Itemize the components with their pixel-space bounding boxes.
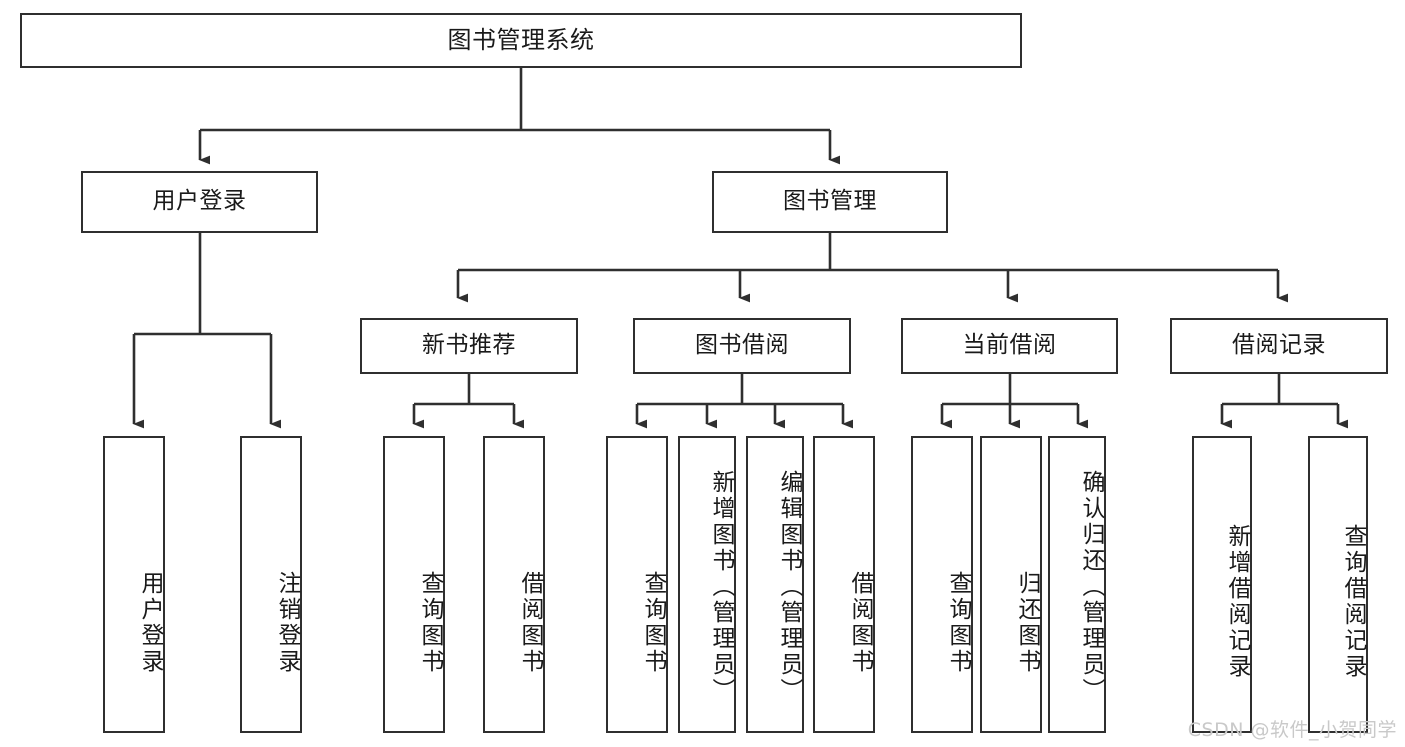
- node-label: 图书管理系统: [447, 26, 595, 55]
- node-book-borrow[interactable]: 图书借阅: [633, 318, 851, 374]
- leaf-new-book-query-book[interactable]: 查询图书: [383, 436, 445, 733]
- leaf-label: 确认归还（管理员）: [1078, 469, 1104, 704]
- node-label: 图书借阅: [695, 332, 789, 359]
- leaf-label: 查询图书: [640, 570, 666, 675]
- node-borrow-record[interactable]: 借阅记录: [1170, 318, 1388, 374]
- leaf-label: 查询借阅记录: [1340, 523, 1366, 680]
- leaf-user-login-login[interactable]: 用户登录: [103, 436, 165, 733]
- leaf-label: 新增图书（管理员）: [708, 469, 734, 704]
- leaf-borrow-record-query-record[interactable]: 查询借阅记录: [1308, 436, 1368, 733]
- leaf-label: 编辑图书（管理员）: [776, 469, 802, 704]
- node-label: 借阅记录: [1232, 332, 1326, 359]
- leaf-user-login-logout[interactable]: 注销登录: [240, 436, 302, 733]
- leaf-label: 用户登录: [137, 570, 163, 675]
- leaf-new-book-borrow-book[interactable]: 借阅图书: [483, 436, 545, 733]
- leaf-label: 新增借阅记录: [1224, 523, 1250, 680]
- node-new-book-recommend[interactable]: 新书推荐: [360, 318, 578, 374]
- node-label: 新书推荐: [422, 332, 516, 359]
- leaf-book-borrow-add-book-admin[interactable]: 新增图书（管理员）: [678, 436, 736, 733]
- leaf-book-borrow-query-book[interactable]: 查询图书: [606, 436, 668, 733]
- leaf-book-borrow-edit-book-admin[interactable]: 编辑图书（管理员）: [746, 436, 804, 733]
- leaf-label: 注销登录: [274, 570, 300, 675]
- leaf-current-borrow-query-book[interactable]: 查询图书: [911, 436, 973, 733]
- watermark: CSDN @软件_小贺同学: [1187, 719, 1397, 741]
- node-root-system[interactable]: 图书管理系统: [20, 13, 1022, 68]
- node-label: 当前借阅: [962, 332, 1057, 359]
- leaf-label: 归还图书: [1014, 570, 1040, 675]
- leaf-label: 借阅图书: [517, 570, 543, 675]
- leaf-book-borrow-borrow-book[interactable]: 借阅图书: [813, 436, 875, 733]
- node-label: 图书管理: [783, 188, 877, 215]
- node-book-management[interactable]: 图书管理: [712, 171, 948, 233]
- leaf-current-borrow-confirm-return-admin[interactable]: 确认归还（管理员）: [1048, 436, 1106, 733]
- node-label: 用户登录: [152, 188, 247, 215]
- leaf-current-borrow-return-book[interactable]: 归还图书: [980, 436, 1042, 733]
- leaf-borrow-record-add-record[interactable]: 新增借阅记录: [1192, 436, 1252, 733]
- leaf-label: 借阅图书: [847, 570, 873, 675]
- node-user-login[interactable]: 用户登录: [81, 171, 318, 233]
- leaf-label: 查询图书: [945, 570, 971, 675]
- leaf-label: 查询图书: [417, 570, 443, 675]
- node-current-borrow[interactable]: 当前借阅: [901, 318, 1118, 374]
